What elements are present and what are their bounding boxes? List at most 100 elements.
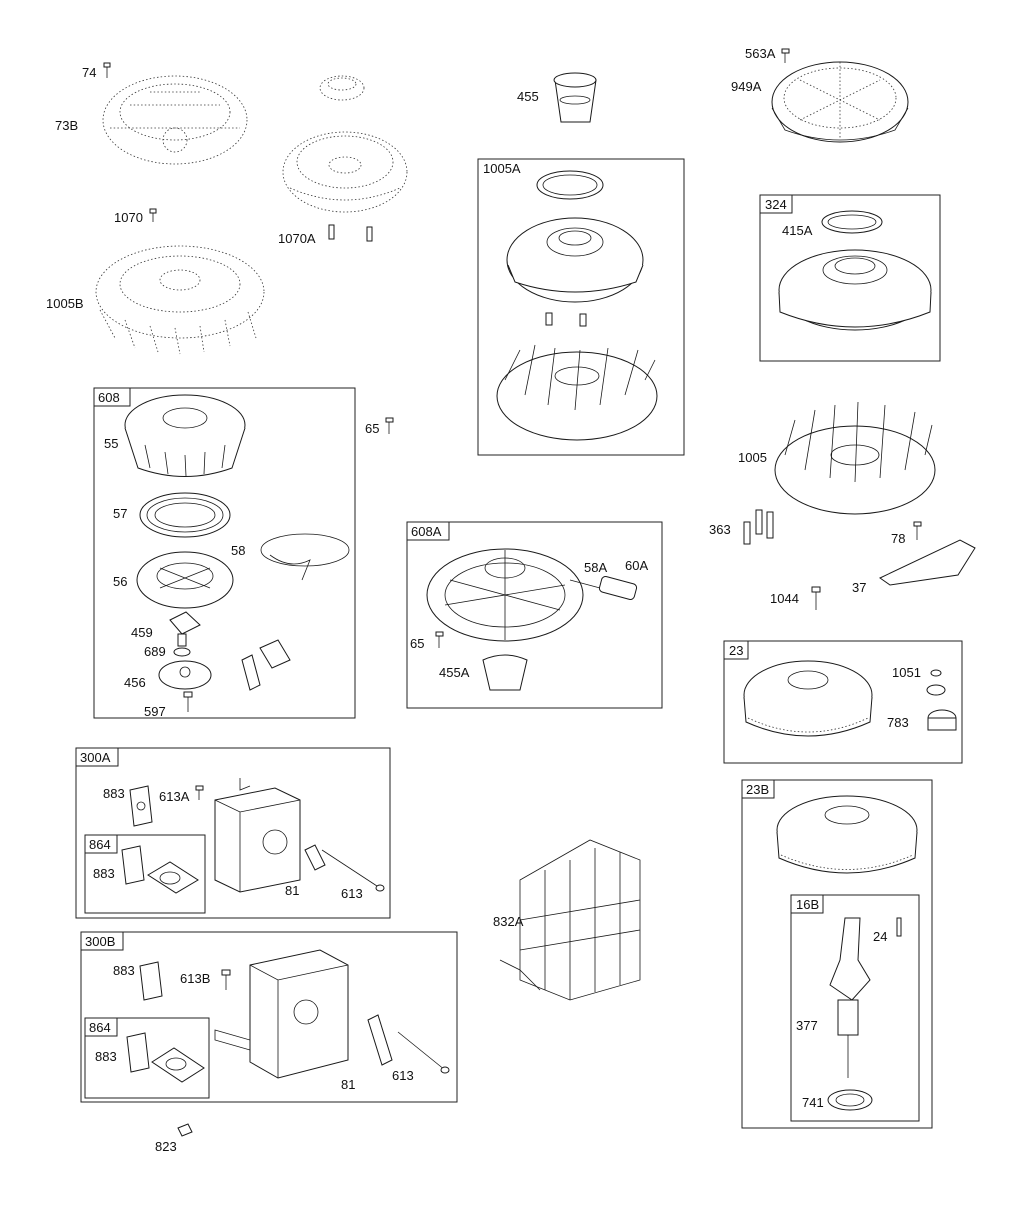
label-883-300A: 883 [103,786,125,801]
screw-65-608A-drawing [435,631,444,648]
label-459: 459 [131,625,153,640]
screw-65-drawing [385,417,394,434]
guard-37-drawing [879,539,976,586]
frame-832A-drawing [499,839,641,1001]
muffler-300B-drawing [214,949,349,1079]
port-864b-drawing [151,1047,205,1083]
flywheel-1005A-drawing [496,344,658,441]
label-24: 24 [873,929,887,944]
label-883-864a: 883 [93,866,115,881]
screw-1044-drawing [811,586,821,610]
shield-81-300B-drawing [367,1014,393,1066]
port-864a-drawing [147,861,199,894]
label-1070A: 1070A [278,231,316,246]
box-tag-1005A: 1005A [483,161,521,176]
retainer-456-drawing [158,660,212,690]
box-1005A: 1005A [477,158,685,456]
screw-823-drawing [177,1123,193,1137]
screw-613B-drawing [221,969,231,990]
grille-949A-drawing [771,61,909,143]
screw-1070-drawing [149,208,157,222]
small-cap-drawing [319,75,365,101]
key-24-drawing [896,917,902,937]
screw-563A-drawing [781,48,790,63]
washer-1051-drawing [930,669,942,677]
handle-parts-drawing [241,639,291,691]
washer-689-drawing [173,647,191,657]
pulley-56-drawing [136,551,234,609]
box-tag-608: 608 [98,390,120,405]
label-783: 783 [887,715,909,730]
housing-1005A-drawing [506,217,644,303]
label-949A: 949A [731,79,762,94]
label-689: 689 [144,644,166,659]
box-300A: 300A [75,747,391,919]
nut-drawing [926,684,946,696]
label-741: 741 [802,1095,824,1110]
label-74: 74 [82,65,96,80]
label-1070: 1070 [114,210,143,225]
spring-57-drawing [139,492,231,538]
label-597: 597 [144,704,166,719]
muffler-300A-drawing [214,778,301,893]
starter-housing-55-drawing [124,394,246,477]
box-864a: 864 [84,834,206,914]
box-23: 23 [723,640,963,764]
blower-cover-73B-drawing [102,75,248,165]
label-56: 56 [113,574,127,589]
label-455A: 455A [439,665,470,680]
callout-labels: 74 73B 1070 1070A 1005B 455 563A 949A 41… [46,46,921,1154]
label-455: 455 [517,89,539,104]
label-81-300A: 81 [285,883,299,898]
label-37: 37 [852,580,866,595]
box-16B: 16B [790,894,920,1122]
label-832A: 832A [493,914,524,929]
ring-415A-drawing [821,210,883,234]
box-864b: 864 [84,1017,210,1099]
pawl-459-drawing [169,611,201,647]
handle-60A-drawing [598,576,638,600]
label-613-300B: 613 [392,1068,414,1083]
label-613A: 613A [159,789,190,804]
housing-324-drawing [778,249,932,331]
box-tag-864a: 864 [89,837,111,852]
box-tag-23B: 23B [746,782,769,797]
screw-74-drawing [103,62,111,78]
box-tag-16B: 16B [796,897,819,912]
label-73B: 73B [55,118,78,133]
studs-1070A-drawing [328,224,373,242]
box-tag-300A: 300A [80,750,111,765]
cup-455-drawing [553,72,597,123]
pins-363-drawing [743,509,774,545]
label-58A: 58A [584,560,607,575]
dotted-cover-drawing [282,131,408,213]
rope-58A-drawing [569,579,601,589]
label-883-864b: 883 [95,1049,117,1064]
label-563A: 563A [745,46,776,61]
flywheel-23B-drawing [776,795,918,874]
box-tag-23: 23 [729,643,743,658]
rope-58-drawing [260,533,350,581]
label-65-608A: 65 [410,636,424,651]
box-tag-608A: 608A [411,524,442,539]
label-823: 823 [155,1139,177,1154]
label-81-300B: 81 [341,1077,355,1092]
screw-78-drawing [913,521,922,540]
box-300B: 300B [80,931,458,1103]
label-60A: 60A [625,558,648,573]
flywheel-1005-drawing [774,401,936,515]
label-57: 57 [113,506,127,521]
pipe-613-300B-drawing [397,1031,450,1074]
gear-783-drawing [927,709,957,731]
label-613-300A: 613 [341,886,363,901]
label-78: 78 [891,531,905,546]
gasket-883-300A-drawing [129,785,153,827]
label-1044: 1044 [770,591,799,606]
gear-741-drawing [827,1089,873,1111]
screw-597-drawing [183,691,193,712]
crankshaft-377-drawing [829,917,871,1078]
label-613B: 613B [180,971,210,986]
box-324: 324 [759,194,941,362]
label-55: 55 [104,436,118,451]
